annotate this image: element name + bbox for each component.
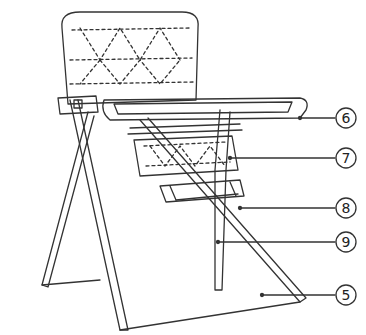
callout-number: 8 [336,198,356,218]
callout-number: 7 [336,148,356,168]
callout-number: 5 [336,285,356,305]
callout-number: 6 [336,108,356,128]
callout-number: 9 [336,232,356,252]
